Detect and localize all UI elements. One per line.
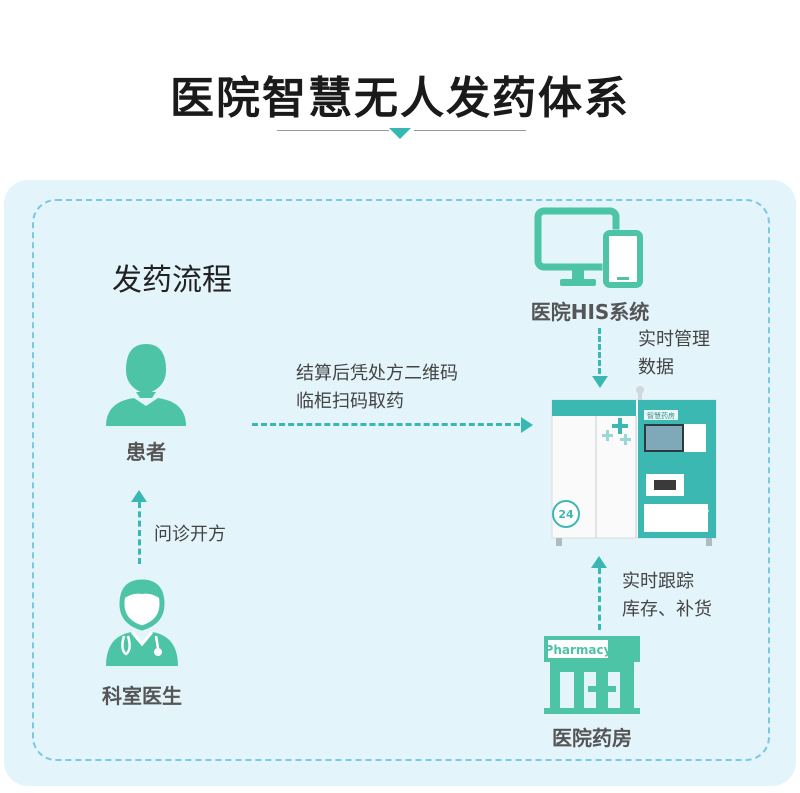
title-divider-left	[277, 130, 389, 131]
his-label: 医院HIS系统	[530, 300, 650, 324]
patient-label: 患者	[126, 440, 166, 464]
note-track: 实时跟踪 库存、补货	[622, 571, 712, 620]
arrow-up-icon	[591, 556, 607, 568]
doctor-to-patient-line	[138, 502, 141, 564]
arrow-right-icon	[521, 417, 533, 433]
flow-title: 发药流程	[112, 263, 232, 298]
pharmacy-building-icon: Pharmacy	[544, 636, 640, 714]
note-consult: 问诊开方	[154, 524, 226, 545]
note-settle: 结算后凭处方二维码 临柜扫码取药	[296, 363, 458, 412]
computer-tablet-icon	[534, 207, 644, 289]
arrow-up-icon	[131, 490, 147, 502]
machine-header: 智慧药房	[647, 411, 675, 420]
arrow-down-icon	[592, 376, 608, 388]
pharmacy-to-machine-line	[598, 568, 601, 630]
doctor-icon	[106, 579, 178, 666]
patient-to-machine-line	[252, 423, 520, 426]
dispensing-machine-icon: 智慧药房 24	[551, 386, 717, 546]
patient-icon	[106, 344, 186, 426]
diagram-dashed-frame	[32, 199, 770, 761]
doctor-label: 科室医生	[102, 684, 182, 708]
his-to-machine-line	[598, 328, 601, 374]
pharmacy-sign: Pharmacy	[545, 643, 612, 657]
machine-24h-badge: 24	[558, 508, 574, 521]
note-realtime-manage: 实时管理 数据	[638, 329, 710, 378]
title-divider-right	[414, 130, 526, 131]
title-triangle-icon	[389, 128, 411, 139]
page-title: 医院智慧无人发药体系	[170, 73, 630, 124]
pharmacy-label: 医院药房	[552, 726, 632, 750]
